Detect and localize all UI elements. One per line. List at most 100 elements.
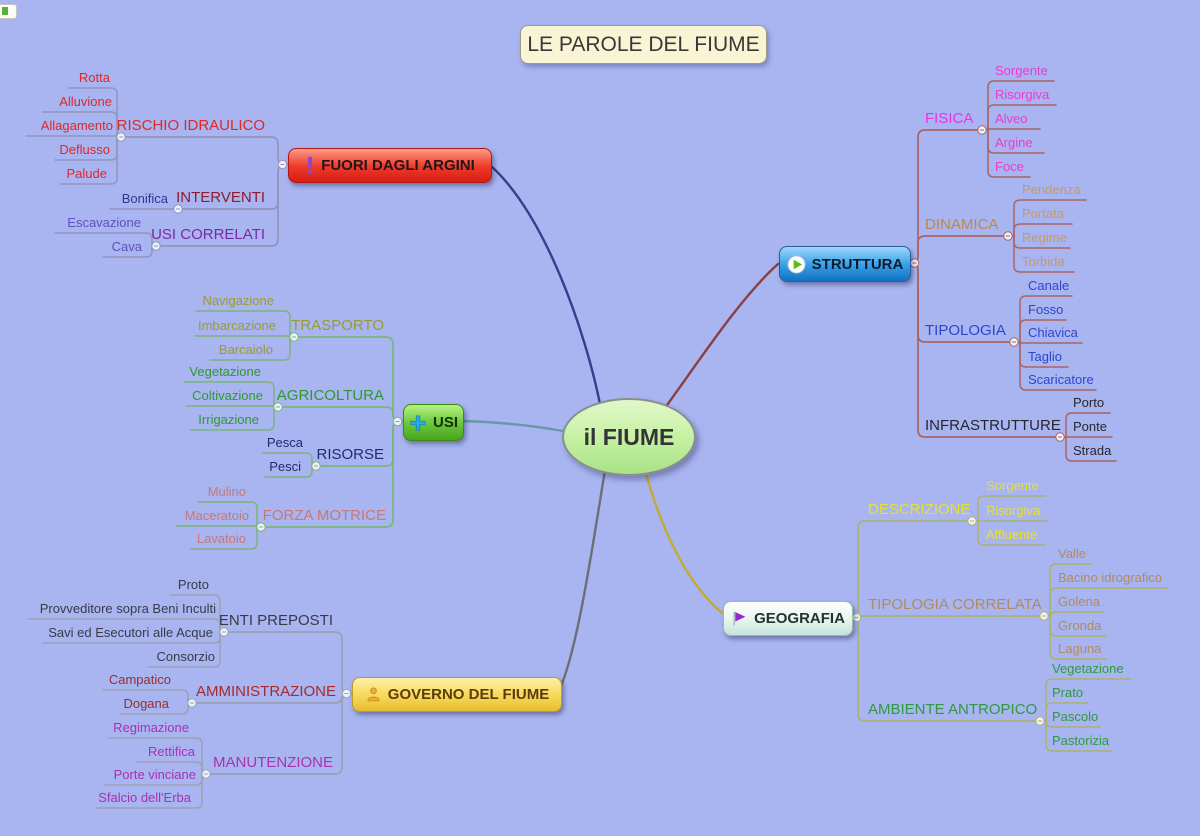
- subtopic-alluvione[interactable]: Alluvione: [59, 94, 112, 110]
- branch-button-usi[interactable]: USI: [403, 404, 464, 441]
- subtopic-ponte[interactable]: Ponte: [1073, 419, 1107, 435]
- subtopic-savi-ed-esecutori-alle-acque[interactable]: Savi ed Esecutori alle Acque: [48, 625, 213, 641]
- subtopic-consorzio[interactable]: Consorzio: [156, 649, 215, 665]
- subtopic-sorgente[interactable]: Sorgente: [995, 63, 1048, 79]
- collapse-handle[interactable]: [151, 241, 161, 251]
- collapse-handle[interactable]: [1055, 432, 1065, 442]
- topic-enti-preposti[interactable]: ENTI PREPOSTI: [218, 612, 333, 629]
- topic-forza-motrice[interactable]: FORZA MOTRICE: [262, 507, 386, 524]
- subtopic-barcaiolo[interactable]: Barcaiolo: [218, 342, 273, 358]
- subtopic-sorgente[interactable]: Sorgente: [986, 478, 1039, 494]
- subtopic-foce[interactable]: Foce: [995, 159, 1024, 175]
- subtopic-bacino-idrografico[interactable]: Bacino idrografico: [1058, 570, 1163, 586]
- collapse-handle[interactable]: [273, 402, 283, 412]
- subtopic-regimazione[interactable]: Regimazione: [113, 720, 189, 736]
- collapse-handle[interactable]: [201, 769, 211, 779]
- topic-tipologia-correlata[interactable]: TIPOLOGIA CORRELATA: [868, 596, 1042, 613]
- topic-amministrazione[interactable]: AMMINISTRAZIONE: [195, 683, 336, 700]
- subtopic-navigazione[interactable]: Navigazione: [202, 293, 274, 309]
- subtopic-risorgiva[interactable]: Risorgiva: [986, 503, 1041, 519]
- subtopic-irrigazione[interactable]: Irrigazione: [198, 412, 259, 428]
- subtopic-escavazione[interactable]: Escavazione: [67, 215, 141, 231]
- collapse-handle[interactable]: [1035, 716, 1045, 726]
- topic-descrizione[interactable]: DESCRIZIONE: [868, 501, 971, 518]
- subtopic-torbida[interactable]: Torbida: [1022, 254, 1065, 270]
- subtopic-proto[interactable]: Proto: [177, 577, 209, 593]
- collapse-handle[interactable]: [289, 332, 299, 342]
- collapse-handle[interactable]: [173, 204, 183, 214]
- collapse-handle[interactable]: [851, 612, 862, 623]
- topic-interventi[interactable]: INTERVENTI: [176, 189, 265, 206]
- central-topic[interactable]: il FIUME: [562, 398, 696, 476]
- subtopic-provveditore-sopra-beni-inculti[interactable]: Provveditore sopra Beni Inculti: [39, 601, 216, 617]
- topic-manutenzione[interactable]: MANUTENZIONE: [213, 754, 333, 771]
- subtopic-pastorizia[interactable]: Pastorizia: [1052, 733, 1110, 749]
- collapse-handle[interactable]: [967, 516, 977, 526]
- subtopic-maceratoio[interactable]: Maceratoio: [184, 508, 249, 524]
- subtopic-porto[interactable]: Porto: [1073, 395, 1105, 411]
- subtopic-mulino[interactable]: Mulino: [207, 484, 246, 500]
- subtopic-rettifica[interactable]: Rettifica: [148, 744, 195, 760]
- subtopic-rotta[interactable]: Rotta: [78, 70, 110, 86]
- subtopic-portata[interactable]: Portata: [1022, 206, 1064, 222]
- topic-infrastrutture[interactable]: INFRASTRUTTURE: [925, 417, 1061, 434]
- branch-button-fuori-dagli-argini[interactable]: FUORI DAGLI ARGINI: [288, 148, 492, 183]
- subtopic-prato[interactable]: Prato: [1052, 685, 1084, 701]
- topic-ambiente-antropico[interactable]: AMBIENTE ANTROPICO: [868, 701, 1038, 718]
- subtopic-allagamento[interactable]: Allagamento: [40, 118, 113, 134]
- collapse-handle[interactable]: [392, 416, 403, 427]
- subtopic-taglio[interactable]: Taglio: [1028, 349, 1062, 365]
- subtopic-pascolo[interactable]: Pascolo: [1052, 709, 1099, 725]
- subtopic-fosso[interactable]: Fosso: [1028, 302, 1064, 318]
- topic-agricoltura[interactable]: AGRICOLTURA: [276, 387, 384, 404]
- collapse-handle[interactable]: [1009, 337, 1019, 347]
- collapse-handle[interactable]: [116, 132, 126, 142]
- subtopic-chiavica[interactable]: Chiavica: [1028, 325, 1078, 341]
- subtopic-argine[interactable]: Argine: [995, 135, 1033, 151]
- collapse-handle[interactable]: [1039, 611, 1049, 621]
- collapse-handle[interactable]: [256, 522, 266, 532]
- subtopic-risorgiva[interactable]: Risorgiva: [995, 87, 1050, 103]
- subtopic-strada[interactable]: Strada: [1073, 443, 1112, 459]
- subtopic-sfalcio-dell-erba[interactable]: Sfalcio dell'Erba: [98, 790, 191, 806]
- subtopic-porte-vinciane[interactable]: Porte vinciane: [113, 767, 196, 783]
- collapse-handle[interactable]: [1003, 231, 1013, 241]
- topic-fisica[interactable]: FISICA: [925, 110, 974, 127]
- subtopic-laguna[interactable]: Laguna: [1058, 641, 1102, 657]
- subtopic-pesci[interactable]: Pesci: [269, 459, 301, 475]
- subtopic-palude[interactable]: Palude: [66, 166, 107, 182]
- topic-dinamica[interactable]: DINAMICA: [925, 216, 999, 233]
- subtopic-campatico[interactable]: Campatico: [108, 672, 171, 688]
- collapse-handle[interactable]: [341, 688, 352, 699]
- topic-risorse[interactable]: RISORSE: [316, 446, 384, 463]
- subtopic-scaricatore[interactable]: Scaricatore: [1028, 372, 1094, 388]
- subtopic-vegetazione[interactable]: Vegetazione: [1052, 661, 1124, 677]
- subtopic-cava[interactable]: Cava: [111, 239, 142, 255]
- subtopic-valle[interactable]: Valle: [1058, 546, 1086, 562]
- collapse-handle[interactable]: [277, 159, 288, 170]
- collapse-handle[interactable]: [909, 258, 920, 268]
- subtopic-vegetazione[interactable]: Vegetazione: [189, 364, 261, 380]
- subtopic-bonifica[interactable]: Bonifica: [121, 191, 168, 207]
- subtopic-dogana[interactable]: Dogana: [123, 696, 169, 712]
- subtopic-coltivazione[interactable]: Coltivazione: [192, 388, 263, 404]
- subtopic-golena[interactable]: Golena: [1058, 594, 1100, 610]
- topic-usi-correlati[interactable]: USI CORRELATI: [151, 226, 265, 243]
- subtopic-gronda[interactable]: Gronda: [1058, 618, 1102, 634]
- topic-tipologia[interactable]: TIPOLOGIA: [925, 322, 1006, 339]
- branch-button-struttura[interactable]: STRUTTURA: [779, 246, 911, 282]
- collapse-handle[interactable]: [187, 698, 197, 708]
- collapse-handle[interactable]: [311, 461, 321, 471]
- subtopic-alveo[interactable]: Alveo: [995, 111, 1028, 127]
- subtopic-canale[interactable]: Canale: [1028, 278, 1070, 294]
- branch-button-geografia[interactable]: GEOGRAFIA: [723, 601, 853, 636]
- subtopic-lavatoio[interactable]: Lavatoio: [196, 531, 246, 547]
- branch-button-governo-del-fiume[interactable]: GOVERNO DEL FIUME: [352, 677, 562, 712]
- topic-trasporto[interactable]: TRASPORTO: [291, 317, 384, 334]
- subtopic-imbarcazione[interactable]: Imbarcazione: [197, 318, 276, 334]
- collapse-handle[interactable]: [977, 125, 987, 135]
- subtopic-pendenza[interactable]: Pendenza: [1022, 182, 1081, 198]
- subtopic-deflusso[interactable]: Deflusso: [59, 142, 110, 158]
- subtopic-affluente[interactable]: Affluente: [986, 527, 1038, 543]
- topic-rischio-idraulico[interactable]: RISCHIO IDRAULICO: [116, 117, 265, 134]
